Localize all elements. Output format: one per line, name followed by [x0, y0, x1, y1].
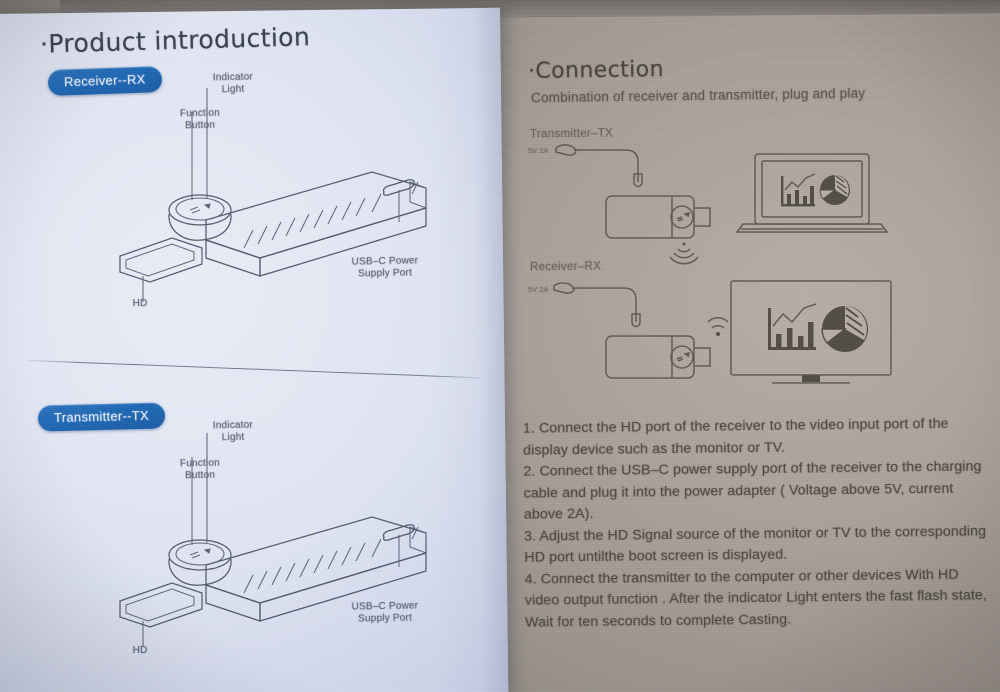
- left-page-heading: ·Product introduction: [39, 22, 311, 59]
- step-1: 1. Connect the HD port of the receiver t…: [522, 415, 949, 459]
- badge-transmitter-tx: Transmitter--TX: [37, 402, 166, 432]
- step-3: 3. Adjust the HD Signal source of the mo…: [524, 522, 987, 566]
- callout-hd-port-tx: HD: [132, 644, 148, 657]
- callout-hd-port-rx: HD: [132, 297, 148, 310]
- callout-indicator-light-tx: Indicator Light: [212, 419, 254, 444]
- laptop-illustration: [735, 153, 889, 233]
- step-4: 4. Connect the transmitter to the comput…: [524, 566, 987, 631]
- badge-receiver-rx: Receiver--RX: [47, 66, 163, 96]
- cable-label-rx: 5V 2A: [527, 284, 549, 295]
- callout-indicator-light-rx: Indicator Light: [212, 71, 254, 96]
- left-page-content: ·Product introduction Receiver--RX: [27, 22, 480, 657]
- receiver-dongle-illustration: [119, 88, 427, 302]
- diagram-label-receiver-rx: Receiver–RX: [529, 260, 602, 274]
- step-2: 2. Connect the USB–C power supply port o…: [523, 458, 982, 523]
- instruction-steps: 1. Connect the HD port of the receiver t…: [523, 413, 995, 633]
- cable-label-tx: 5V 2A: [527, 145, 549, 156]
- transmitter-dongle-illustration: [119, 433, 427, 647]
- callout-function-button-tx: Function Button: [179, 457, 220, 482]
- callout-usb-c-port-tx: USB–C Power Supply Port: [351, 600, 419, 625]
- tx-connection-diagram: [555, 144, 711, 265]
- right-page-heading: ·Connection: [527, 57, 665, 84]
- section-divider: [27, 360, 480, 379]
- callout-function-button-rx: Function Button: [179, 107, 220, 132]
- tv-illustration: [730, 280, 892, 384]
- rx-connection-diagram: [553, 282, 729, 379]
- diagram-label-transmitter-tx: Transmitter–TX: [529, 127, 614, 141]
- callout-usb-c-port-rx: USB–C Power Supply Port: [351, 255, 419, 280]
